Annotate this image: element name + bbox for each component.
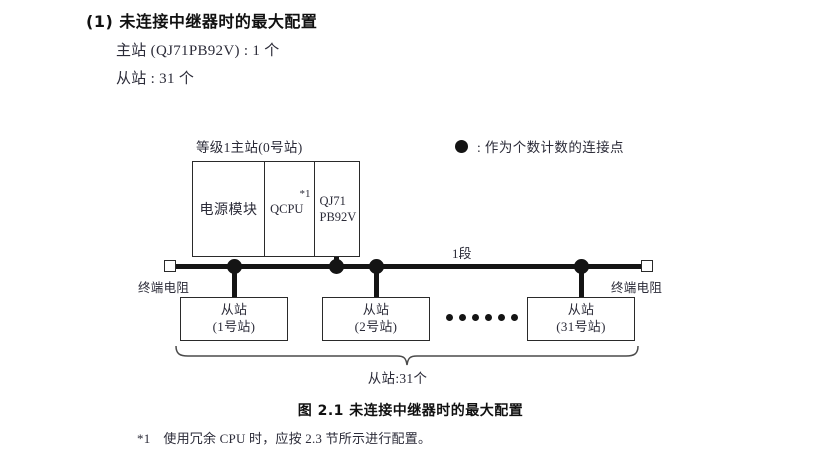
terminator-left-label: 终端电阻 (138, 281, 190, 295)
slave-station-box-2: 从站 (2号站) (322, 297, 430, 341)
slave-31-station: (31号站) (556, 319, 606, 334)
page-title: (1) 未连接中继器时的最大配置 (86, 12, 318, 31)
slave-station-box-31: 从站 (31号站) (527, 297, 635, 341)
slave-2-title: 从站 (362, 302, 390, 318)
legend: : 作为个数计数的连接点 (455, 136, 624, 156)
ellipsis-dots (446, 314, 518, 321)
ellipsis-dot (498, 314, 505, 321)
figure-caption: 图 2.1 未连接中继器时的最大配置 (297, 403, 524, 419)
qcpu-label: QCPU (270, 201, 304, 216)
qcpu-cell: QCPU *1 (265, 162, 315, 256)
terminator-left-icon (164, 260, 176, 272)
power-module-cell: 电源模块 (193, 162, 266, 256)
legend-label: : 作为个数计数的连接点 (477, 140, 624, 155)
bus-node-master (329, 259, 344, 274)
brace-svg (175, 345, 639, 366)
slave-31-title: 从站 (567, 302, 595, 318)
ellipsis-dot (472, 314, 479, 321)
footnote: *1 使用冗余 CPU 时，应按 2.3 节所示进行配置。 (137, 428, 431, 447)
segment-label: 1段 (452, 246, 472, 261)
spec-line-slave: 从站 : 31 个 (116, 71, 195, 87)
slave-total-label: 从站:31个 (0, 367, 821, 387)
slave-1-station: (1号站) (212, 319, 256, 334)
bus-line (170, 264, 646, 269)
slave-count-brace (172, 345, 642, 372)
power-module-label: 电源模块 (199, 203, 258, 218)
terminator-right-label: 终端电阻 (611, 281, 663, 295)
drop-line-slave-31 (579, 267, 584, 297)
footnote-marker: *1 (137, 431, 151, 446)
ellipsis-dot (459, 314, 466, 321)
slave-station-box-1: 从站 (1号站) (180, 297, 288, 341)
drop-line-slave-1 (232, 267, 237, 297)
spec-line-master: 主站 (QJ71PB92V) : 1 个 (116, 43, 280, 59)
master-station-box: 电源模块 QCPU *1 QJ71 PB92V (192, 161, 360, 257)
network-module-cell: QJ71 PB92V (315, 162, 359, 256)
bus-node-slave-31 (574, 259, 589, 274)
drop-line-slave-2 (374, 267, 379, 297)
qcpu-footnote-marker: *1 (299, 188, 311, 200)
slave-total-text: 从站:31个 (367, 371, 428, 386)
network-module-line2: PB92V (319, 210, 357, 224)
footnote-text: 使用冗余 CPU 时，应按 2.3 节所示进行配置。 (163, 431, 432, 446)
network-module-label: QJ71 PB92V (320, 193, 357, 225)
heading-block: (1) 未连接中继器时的最大配置 主站 (QJ71PB92V) : 1 个 从站… (86, 8, 646, 88)
slave-2-station: (2号站) (354, 319, 398, 334)
bus-node-slave-1 (227, 259, 242, 274)
slave-1-title: 从站 (220, 302, 248, 318)
ellipsis-dot (511, 314, 518, 321)
ellipsis-dot (485, 314, 492, 321)
terminator-right-icon (641, 260, 653, 272)
master-station-label: 等级1主站(0号站) (196, 140, 303, 155)
network-module-line1: QJ71 (319, 194, 346, 208)
bus-node-slave-2 (369, 259, 384, 274)
ellipsis-dot (446, 314, 453, 321)
filled-circle-icon (455, 139, 468, 153)
